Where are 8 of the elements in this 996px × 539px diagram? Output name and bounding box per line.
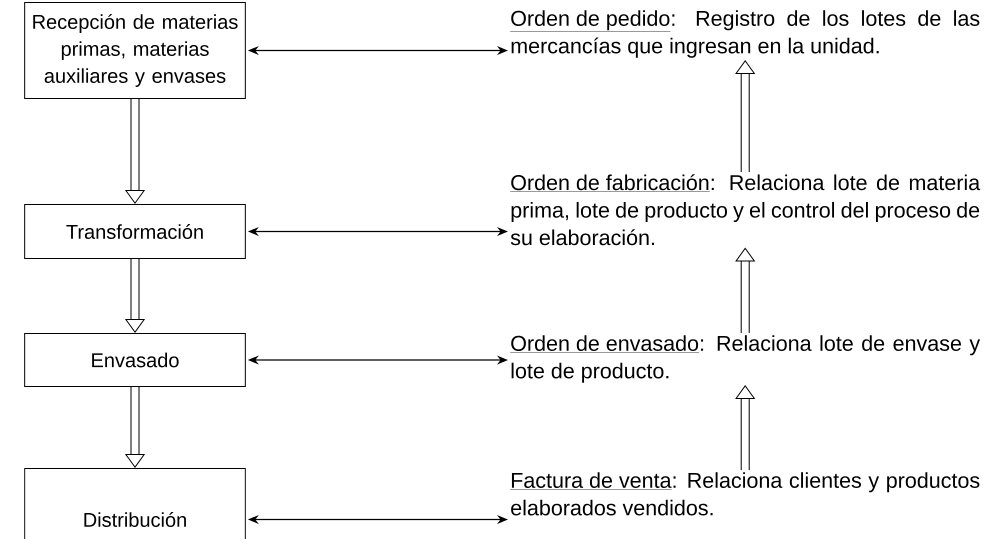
process-box: Recepción de materias primas, materias auxiliares y envases [24,2,246,99]
process-box: Envasado [24,333,246,387]
record-text: Orden de envasado: Relaciona lote de envase y lote de producto. [510,335,980,383]
record-text: Orden de fabricación: Relaciona lote de materia prima, lote de producto y el control del proceso de su elaboración. [510,174,980,246]
process-box: Transformación [24,204,246,259]
record-text: Factura de venta: Relaciona clientes y productos elaborados vendidos. [510,472,980,516]
record-text: Orden de pedido: Registro de los lotes de las mercancías que ingresan en la unidad. [510,10,980,58]
process-box: Distribución [24,468,246,539]
